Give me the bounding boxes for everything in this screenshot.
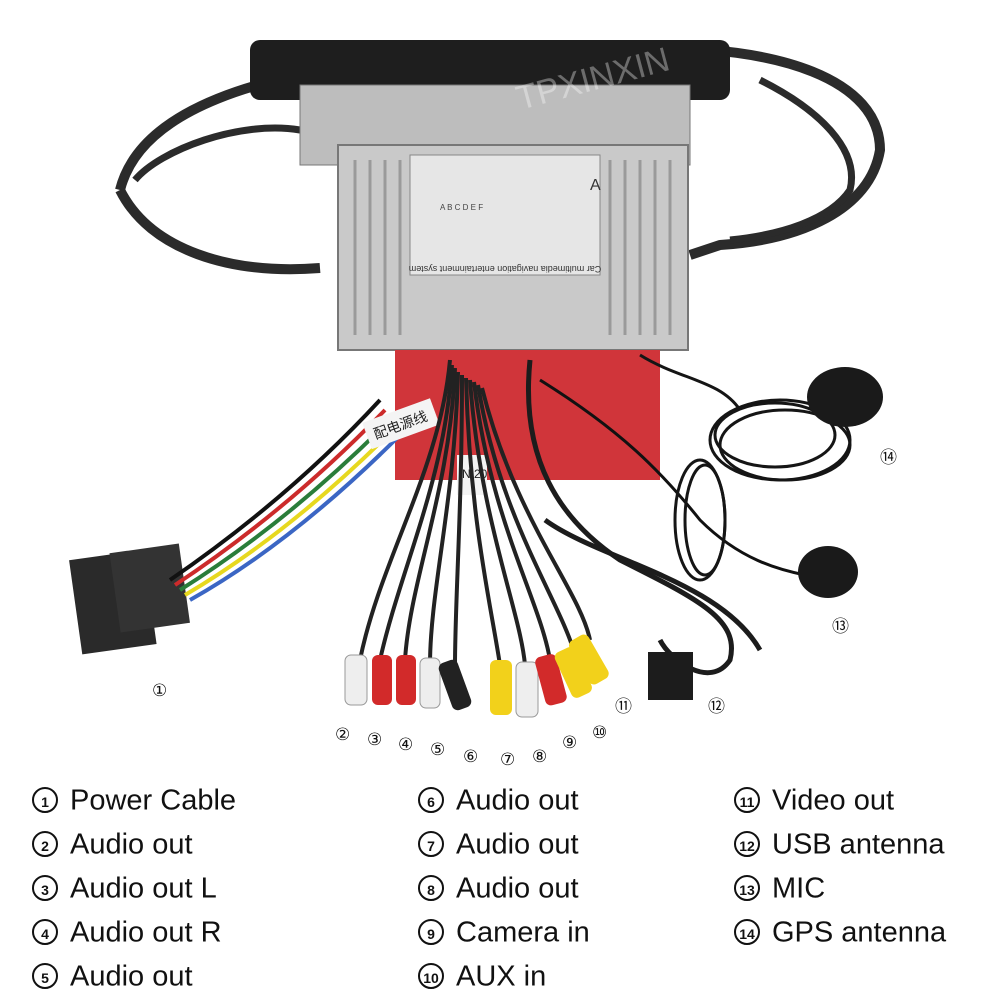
- legend-label-6: Audio out: [456, 784, 579, 817]
- legend-label-14: GPS antenna: [772, 916, 947, 949]
- rca-plugs: [344, 634, 609, 718]
- product-photo: Car multimedia navigation entertainment …: [69, 40, 897, 770]
- legend-num-1: 1: [32, 787, 58, 814]
- legend-num-5: 5: [32, 963, 58, 990]
- legend-num-13: 13: [734, 875, 760, 902]
- legend-num-11: 11: [734, 787, 760, 814]
- legend-label-8: Audio out: [456, 872, 579, 905]
- legend-label-9: Camera in: [456, 916, 590, 949]
- legend-item-8: 8 Audio out: [418, 870, 579, 905]
- legend-label-1: Power Cable: [70, 784, 237, 817]
- legend-label-10: AUX in: [456, 960, 547, 993]
- mic-head: [798, 546, 858, 598]
- legend-item-3: 3 Audio out L: [32, 870, 217, 905]
- legend-num-10: 10: [418, 963, 444, 990]
- gps-coil: [673, 398, 852, 582]
- callout-9: ⑨: [562, 733, 577, 753]
- legend-item-10: 10 AUX in: [418, 958, 546, 993]
- legend-item-9: 9 Camera in: [418, 914, 590, 949]
- legend-item-11: 11 Video out: [734, 782, 894, 817]
- callout-12: ⑫: [708, 697, 725, 717]
- power-connector: [69, 543, 190, 655]
- callout-14: ⑭: [880, 448, 897, 468]
- legend-label-3: Audio out L: [70, 872, 217, 905]
- legend-label-7: Audio out: [456, 828, 579, 861]
- legend-label-11: Video out: [772, 784, 895, 817]
- legend-label-4: Audio out R: [70, 916, 222, 949]
- legend-label-12: USB antenna: [772, 828, 945, 861]
- callout-13: ⑬: [832, 617, 849, 637]
- pin-letters: A B C D E F: [440, 203, 483, 212]
- callout-8: ⑧: [532, 747, 547, 767]
- callout-4: ④: [398, 735, 413, 755]
- legend-num-8: 8: [418, 875, 444, 902]
- legend-label-5: Audio out: [70, 960, 193, 993]
- legend-item-12: 12 USB antenna: [734, 826, 945, 861]
- callout-2: ②: [335, 725, 350, 745]
- unit-label-sticker: [409, 154, 601, 276]
- legend-item-14: 14 GPS antenna: [734, 914, 946, 949]
- legend-num-14: 14: [734, 919, 760, 946]
- gps-puck: [807, 367, 883, 427]
- mic-cable: [539, 378, 806, 577]
- harness-tag: [362, 398, 440, 450]
- legend-num-3: 3: [32, 875, 58, 902]
- panel-letter: A: [590, 177, 601, 194]
- legend-item-4: 4 Audio out R: [32, 914, 222, 949]
- legend-label-2: Audio out: [70, 828, 193, 861]
- usb-plug: [648, 652, 693, 700]
- legend-num-12: 12: [734, 831, 760, 858]
- callout-5: ⑤: [430, 740, 445, 760]
- legend-item-1: 1 Power Cable: [32, 782, 236, 817]
- legend-item-2: 2 Audio out: [32, 826, 193, 861]
- legend-item-5: 5 Audio out: [32, 958, 193, 993]
- legend-num-2: 2: [32, 831, 58, 858]
- vent-slots: [353, 160, 672, 335]
- usb-cable: [526, 359, 763, 676]
- callout-numbers: ① ② ③ ④ ⑤ ⑥ ⑦ ⑧ ⑨ ⑩ ⑪ ⑫ ⑬ ⑭: [152, 448, 897, 770]
- legend-num-9: 9: [418, 919, 444, 946]
- legend-item-7: 7 Audio out: [418, 826, 579, 861]
- legend-item-6: 6 Audio out: [418, 782, 579, 817]
- legend-num-7: 7: [418, 831, 444, 858]
- rca-cables: [358, 359, 592, 666]
- callout-10: ⑩: [592, 723, 607, 743]
- gps-cable: [639, 353, 742, 411]
- callout-3: ③: [367, 730, 382, 750]
- harness-wires: [168, 398, 402, 602]
- legend-num-4: 4: [32, 919, 58, 946]
- dash-frame: [115, 42, 885, 275]
- legend-num-6: 6: [418, 787, 444, 814]
- callout-11: ⑪: [615, 697, 632, 717]
- legend-item-13: 13 MIC: [734, 870, 825, 905]
- callout-6: ⑥: [463, 747, 478, 767]
- unit-title-text: Car multimedia navigation entertainment …: [409, 264, 602, 274]
- callout-7: ⑦: [500, 750, 515, 770]
- callout-1: ①: [152, 681, 167, 701]
- legend-label-13: MIC: [772, 872, 826, 905]
